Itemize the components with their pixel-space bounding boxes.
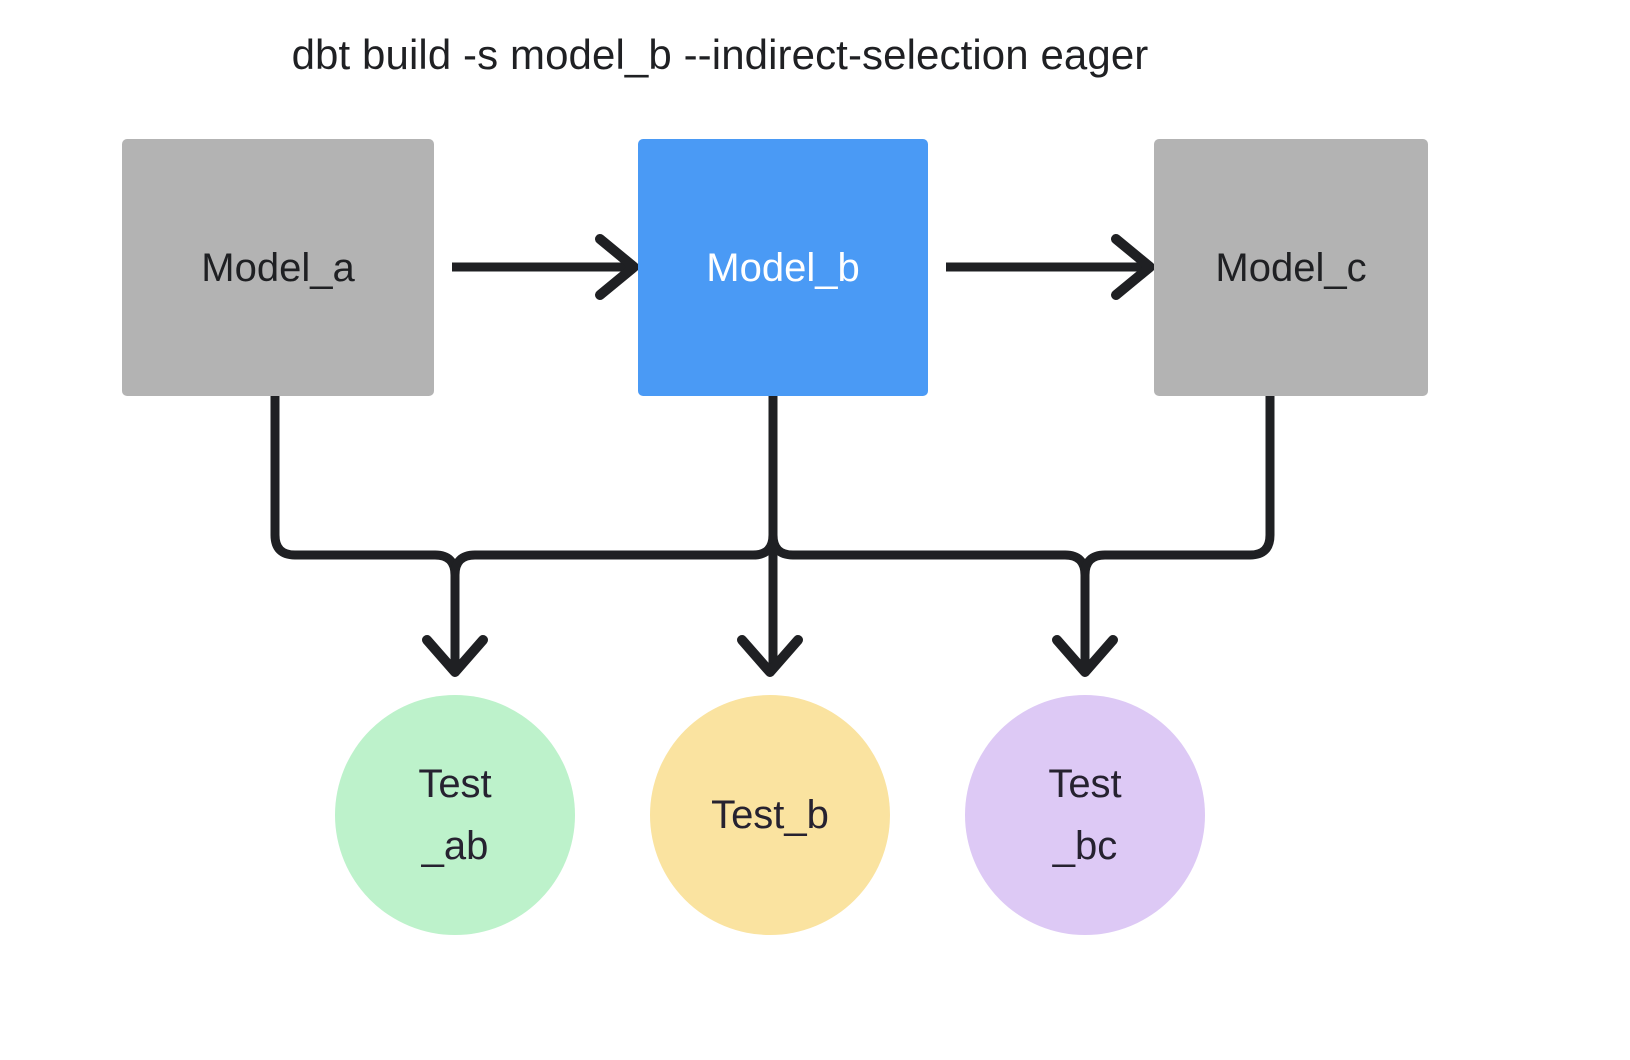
edge-line (450, 396, 778, 665)
node-test_b[interactable] (650, 695, 890, 935)
arrowhead-down-icon (422, 635, 488, 677)
edge-line (768, 396, 1090, 665)
edge-model_b-test_ab (450, 396, 778, 665)
edge-model_a-model_b (452, 234, 639, 300)
node-model_a[interactable] (122, 139, 434, 396)
edge-model_b-test_bc (768, 396, 1090, 665)
edge-line (270, 396, 460, 665)
arrowhead-down-icon (737, 635, 803, 677)
node-test_bc[interactable] (965, 695, 1205, 935)
arrowhead-right-icon (1111, 234, 1155, 300)
node-model_c[interactable] (1154, 139, 1428, 396)
edge-model_a-test_ab (270, 396, 460, 665)
diagram-title: dbt build -s model_b --indirect-selectio… (291, 31, 1149, 78)
node-test_ab[interactable] (335, 695, 575, 935)
arrowhead-right-icon (595, 234, 639, 300)
arrowhead-down-icon (1052, 635, 1118, 677)
edge-model_b-model_c (946, 234, 1155, 300)
node-model_b[interactable] (638, 139, 928, 396)
edge-model_c-test_bc (1080, 396, 1275, 665)
edge-line (1080, 396, 1275, 665)
